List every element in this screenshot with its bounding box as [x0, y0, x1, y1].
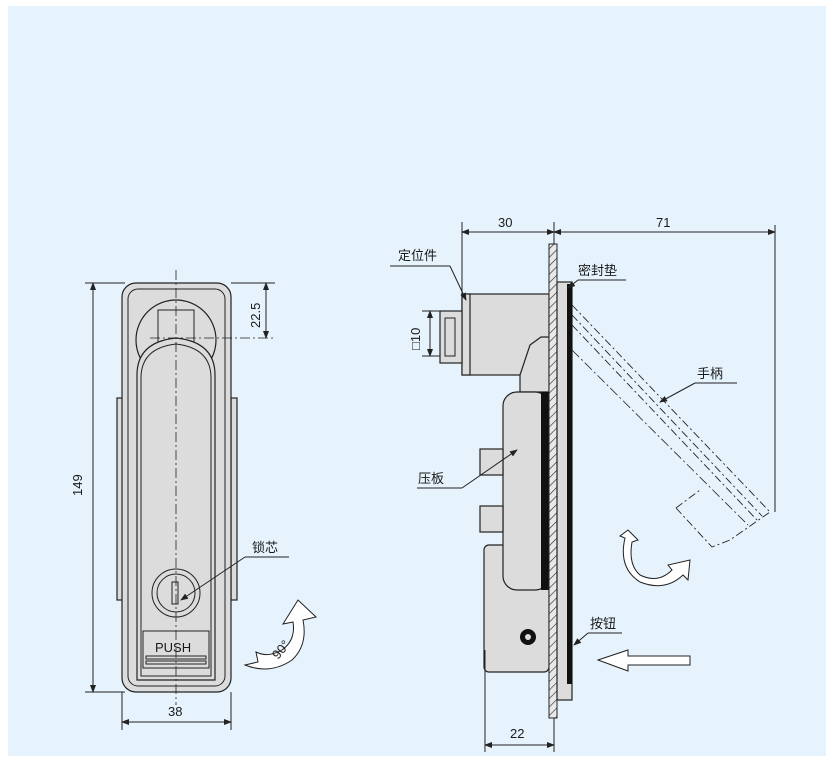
side-view: 30 71 □10 22 定位件 密封垫 手柄 压板 按钮 [390, 215, 776, 752]
handle-phantom-centerline [571, 349, 749, 526]
label-button: 按钮 [590, 617, 616, 632]
bolt-lower [479, 505, 504, 533]
handle-phantom-end [675, 489, 771, 548]
handle-phantom [571, 314, 763, 517]
leader-handle [659, 382, 696, 403]
nut-face [444, 317, 456, 357]
dim-depth-rear: 30 [498, 215, 512, 230]
label-gasket: 密封垫 [578, 263, 617, 279]
button-pin-center [525, 634, 531, 640]
leader-positioner [449, 265, 467, 301]
dim-width: 38 [168, 704, 182, 719]
right-flange [230, 397, 238, 601]
bolt-upper [479, 448, 504, 476]
dim-depth-lower: 22 [510, 726, 524, 741]
leader-gasket [567, 279, 579, 289]
dim-square-drive: □10 [408, 328, 423, 350]
pressure-plate-pad [541, 392, 549, 590]
square-drive-nut [439, 310, 463, 364]
positioner [461, 293, 471, 376]
label-positioner: 定位件 [398, 249, 437, 264]
push-arrow-icon [596, 649, 691, 672]
key-slot [171, 581, 179, 605]
rotate-arrow-side-icon [618, 529, 691, 587]
label-pressure-plate: 压板 [418, 472, 444, 487]
rotate-arrow-icon [243, 599, 318, 670]
leader-button [573, 632, 589, 646]
leader-lock-cylinder [180, 556, 246, 601]
door-panel [548, 243, 558, 719]
label-lock-cylinder: 锁芯 [252, 540, 278, 556]
push-label: PUSH [155, 640, 191, 655]
front-view: PUSH 22.5 149 38 锁芯 90° [70, 270, 318, 730]
dim-handle-reach: 71 [656, 215, 670, 230]
leader-pressure-plate [461, 449, 518, 489]
label-handle: 手柄 [697, 367, 723, 382]
lock-body-inner-edge [127, 288, 226, 687]
handle-phantom [571, 324, 758, 521]
gasket [567, 284, 572, 684]
dim-total-height: 149 [70, 474, 85, 496]
dim-top-offset: 22.5 [248, 303, 263, 328]
